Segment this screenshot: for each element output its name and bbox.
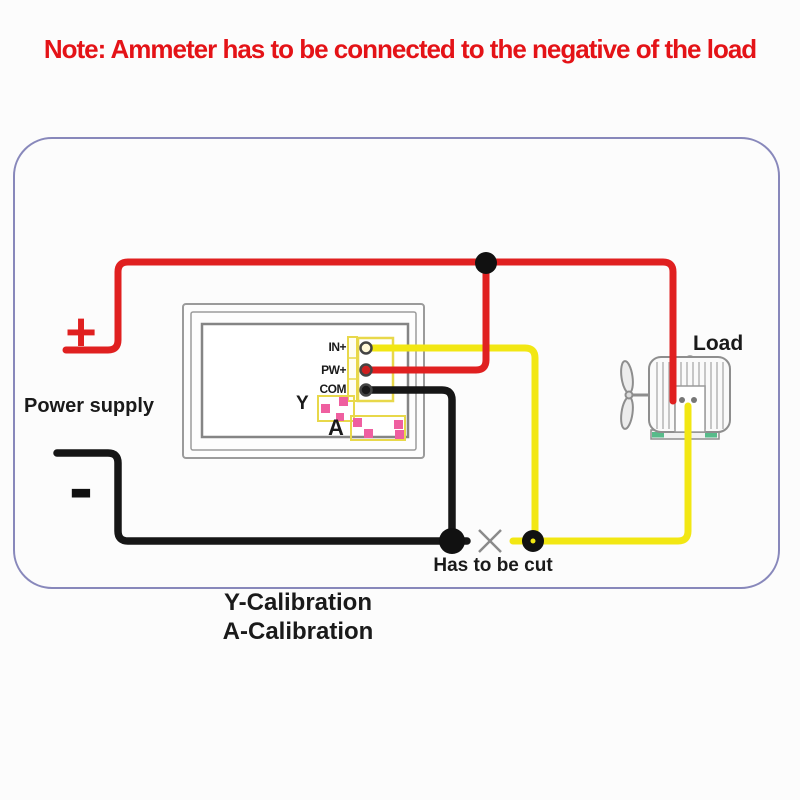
motor-icon [620, 355, 731, 440]
a-calibration-caption: A-Calibration [222, 618, 374, 645]
diagram-border [13, 137, 780, 589]
pw-wire [364, 259, 490, 374]
y-trimmer-pad [339, 397, 348, 406]
load-label: Load [693, 332, 744, 355]
meter-middle-frame [190, 311, 417, 451]
terminal-label-pw: PW+ [321, 363, 346, 377]
a-trimmer-pad [364, 429, 373, 438]
ammeter-load-wire [509, 402, 692, 545]
junction-dot-top [475, 252, 497, 274]
y-trimmer-pad [321, 404, 330, 413]
meter-module [182, 303, 425, 459]
com-wire [366, 386, 456, 544]
fan-blade-top [620, 360, 634, 394]
motor-terminal-left [679, 397, 685, 403]
y-calibration-caption: Y-Calibration [223, 589, 373, 616]
cut-x-icon [478, 529, 502, 553]
terminal-pw-plus [359, 363, 373, 377]
cut-note-label: Has to be cut [433, 555, 553, 576]
terminal-label-in: IN+ [328, 340, 346, 354]
negative-symbol: - [69, 448, 93, 528]
motor-foot-left [652, 432, 664, 438]
terminal-in-plus [359, 341, 373, 355]
fan-hub [624, 390, 634, 400]
a-trimmer-pad [395, 430, 404, 439]
junction-dot-black [439, 528, 465, 554]
a-trimmer [350, 415, 406, 441]
note-banner: Note: Ammeter has to be connected to the… [43, 34, 757, 64]
motor-foot-right [705, 432, 717, 438]
power-supply-label: Power supply [24, 395, 155, 417]
terminal-label-com: COM [319, 382, 347, 396]
a-adjuster-label: A [328, 415, 344, 440]
terminal-com [359, 383, 373, 397]
junction-dot-yellow-center [530, 538, 536, 544]
fan-blade-bottom [620, 396, 634, 430]
positive-supply-wire [62, 258, 677, 405]
a-trimmer-pad [353, 418, 362, 427]
motor-terminal-right [691, 397, 697, 403]
pin-strip [347, 336, 358, 402]
y-adjuster-label: Y [296, 393, 309, 414]
a-trimmer-pad [394, 420, 403, 429]
positive-symbol: + [65, 302, 97, 362]
y-trimmer-pad [336, 413, 344, 421]
ammeter-in-wire [364, 344, 539, 544]
negative-supply-wire [53, 449, 471, 545]
